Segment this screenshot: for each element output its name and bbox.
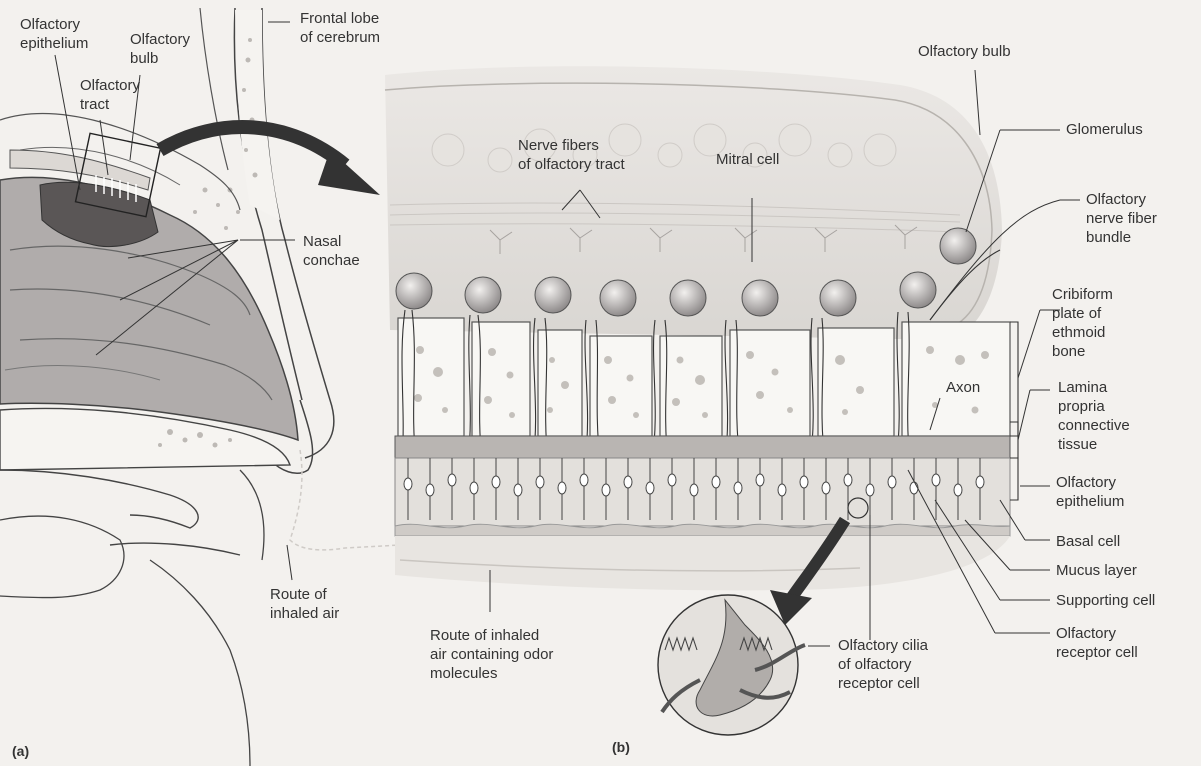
label-axon: Axon bbox=[946, 378, 980, 397]
label-olfactory-epithelium-a: Olfactory epithelium bbox=[20, 15, 88, 53]
panel-a-letter: (a) bbox=[12, 742, 29, 761]
label-olfactory-receptor-cell: Olfactory receptor cell bbox=[1056, 624, 1138, 662]
mucus-layer bbox=[395, 524, 1010, 536]
label-mucus-layer: Mucus layer bbox=[1056, 561, 1137, 580]
label-supporting-cell: Supporting cell bbox=[1056, 591, 1155, 610]
label-nerve-fibers-tract: Nerve fibers of olfactory tract bbox=[518, 136, 625, 174]
label-lamina-propria: Lamina propria connective tissue bbox=[1058, 378, 1130, 454]
panel-b-letter: (b) bbox=[612, 738, 630, 757]
label-olfactory-bulb-a: Olfactory bulb bbox=[130, 30, 190, 68]
label-cribriform-plate: Cribiform plate of ethmoid bone bbox=[1052, 285, 1113, 361]
label-frontal-lobe: Frontal lobe of cerebrum bbox=[300, 9, 380, 47]
label-olfactory-bulb-b: Olfactory bulb bbox=[918, 42, 1011, 61]
label-olfactory-cilia: Olfactory cilia of olfactory receptor ce… bbox=[838, 636, 928, 693]
label-basal-cell: Basal cell bbox=[1056, 532, 1120, 551]
label-route-odor-air: Route of inhaled air containing odor mol… bbox=[430, 626, 553, 683]
panel-a-head-section bbox=[0, 8, 400, 766]
label-route-inhaled-air: Route of inhaled air bbox=[270, 585, 339, 623]
label-glomerulus: Glomerulus bbox=[1066, 120, 1143, 139]
label-olfactory-tract-a: Olfactory tract bbox=[80, 76, 140, 114]
label-nasal-conchae: Nasal conchae bbox=[303, 232, 360, 270]
label-nerve-fiber-bundle: Olfactory nerve fiber bundle bbox=[1086, 190, 1157, 247]
label-olfactory-epithelium-b: Olfactory epithelium bbox=[1056, 473, 1124, 511]
epithelium-layer bbox=[395, 458, 1010, 526]
label-mitral-cell: Mitral cell bbox=[716, 150, 779, 169]
lamina-propria bbox=[395, 436, 1010, 458]
